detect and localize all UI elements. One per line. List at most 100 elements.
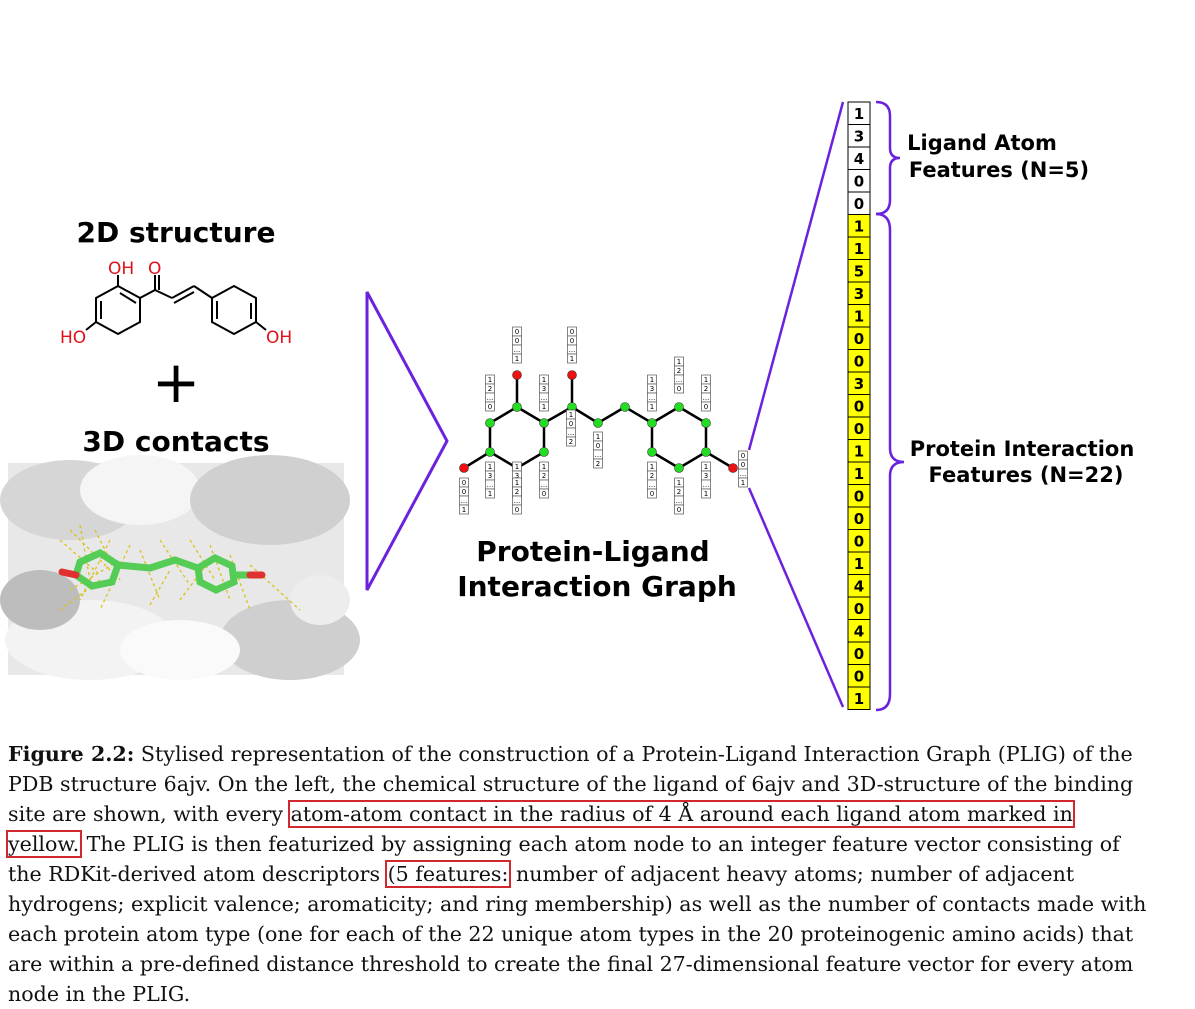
mini-vector-value: 0 — [570, 328, 574, 336]
mini-vector-value: 0 — [515, 328, 519, 336]
feature-value: 1 — [854, 465, 864, 483]
mini-vector: 10...2 — [566, 409, 576, 447]
mini-vector-value: 2 — [704, 385, 708, 393]
feature-value: 3 — [854, 128, 864, 146]
graph-node-oxygen — [728, 463, 738, 473]
mini-vector-value: ... — [569, 346, 576, 354]
mini-vector-value: ... — [676, 497, 683, 505]
feature-value: 1 — [854, 308, 864, 326]
mini-vector-value: 1 — [515, 355, 519, 363]
mini-vector-value: ... — [514, 346, 521, 354]
feature-cell: 1 — [847, 686, 871, 710]
mini-vector: 12...0 — [485, 374, 495, 412]
graph-node — [701, 418, 711, 428]
mini-vector-value: 3 — [650, 385, 654, 393]
mini-vector-value: 0 — [677, 506, 681, 514]
mini-vector-value: 1 — [596, 433, 600, 441]
feature-cell: 4 — [847, 619, 871, 643]
brace-ligand-label-line1: Ligand Atom — [907, 131, 1057, 155]
mini-vector-value: 1 — [515, 463, 519, 471]
graph-node — [539, 418, 549, 428]
mini-vector-value: 0 — [515, 337, 519, 345]
feature-cell: 0 — [847, 349, 871, 373]
feature-cell: 0 — [847, 664, 871, 688]
mini-vector-value: ... — [541, 394, 548, 402]
feature-cell: 4 — [847, 574, 871, 598]
feature-value: 0 — [854, 398, 864, 416]
mini-vector-value: 2 — [569, 438, 573, 446]
feature-value: 0 — [854, 510, 864, 528]
feature-value: 1 — [854, 105, 864, 123]
mini-vector-value: 1 — [704, 463, 708, 471]
graph-node — [485, 447, 495, 457]
graph-node — [647, 418, 657, 428]
brace-ligand — [875, 100, 901, 216]
mol-label-oh-top: OH — [108, 259, 134, 279]
mini-vector-value: ... — [514, 497, 521, 505]
feature-cell: 1 — [847, 236, 871, 260]
graph-node — [620, 402, 630, 412]
caption-highlight-features: (5 features: — [384, 860, 512, 888]
graph-node-oxygen — [459, 463, 469, 473]
expand-line-bottom — [747, 487, 845, 708]
mini-vector-value: ... — [461, 497, 468, 505]
mini-vector-value: 2 — [515, 488, 519, 496]
feature-value: 0 — [854, 488, 864, 506]
feature-cell: 0 — [847, 506, 871, 530]
graph-node-oxygen — [567, 370, 577, 380]
mini-vector-value: 2 — [650, 472, 654, 480]
mini-vector-value: 0 — [677, 385, 681, 393]
mini-vector-value: 1 — [650, 376, 654, 384]
mini-vector-value: 0 — [596, 442, 600, 450]
mini-vector-value: 0 — [515, 506, 519, 514]
feature-value: 1 — [854, 690, 864, 708]
feature-cell: 0 — [847, 484, 871, 508]
mini-vector-value: 1 — [570, 355, 574, 363]
mini-vector-value: 1 — [488, 463, 492, 471]
feature-value: 1 — [854, 443, 864, 461]
feature-value: 0 — [854, 645, 864, 663]
mini-vector-value: 1 — [515, 479, 519, 487]
mini-vector-value: 1 — [677, 358, 681, 366]
mini-vector-value: ... — [541, 481, 548, 489]
mini-vector-value: 1 — [569, 411, 573, 419]
graph-node — [701, 447, 711, 457]
mini-vector: 12...0 — [674, 477, 684, 515]
mini-vector-value: 1 — [704, 376, 708, 384]
feature-value: 0 — [854, 173, 864, 191]
mini-vector-value: 1 — [462, 506, 466, 514]
feature-cell: 5 — [847, 259, 871, 283]
graph-node-oxygen — [512, 370, 522, 380]
mini-vector: 13...1 — [647, 374, 657, 412]
mini-vector-value: 1 — [677, 479, 681, 487]
mini-vector-value: 3 — [704, 472, 708, 480]
mini-vector-value: ... — [568, 429, 575, 437]
feature-cell: 1 — [847, 461, 871, 485]
brace-protein-label-line1: Protein Interaction — [910, 437, 1135, 461]
feature-value: 0 — [854, 330, 864, 348]
mini-vector-value: 0 — [569, 420, 573, 428]
graph-node — [647, 447, 657, 457]
feature-cell: 4 — [847, 146, 871, 170]
graph-node — [539, 447, 549, 457]
mini-vector-value: 2 — [677, 488, 681, 496]
mini-vector-value: ... — [649, 481, 656, 489]
expand-line-top — [747, 101, 845, 451]
mini-vectors: 00...100...112...013...113...110...213..… — [459, 326, 748, 515]
mini-vector: 12...0 — [512, 477, 522, 515]
feature-cell: 0 — [847, 641, 871, 665]
mini-vector-value: 1 — [542, 403, 546, 411]
brace-ligand-label-line2: Features (N=5) — [909, 158, 1089, 182]
title-3d-contacts: 3D contacts — [82, 425, 269, 458]
feature-cell: 3 — [847, 281, 871, 305]
feature-cell: 0 — [847, 529, 871, 553]
feature-cell: 1 — [847, 304, 871, 328]
mini-vector-value: 1 — [488, 490, 492, 498]
mini-vector-value: 0 — [650, 490, 654, 498]
mini-vector-value: 1 — [650, 403, 654, 411]
feature-cell: 0 — [847, 416, 871, 440]
mini-vector-value: 0 — [570, 337, 574, 345]
feature-cell: 3 — [847, 371, 871, 395]
mini-vector: 00...1 — [567, 326, 577, 364]
mini-vector: 12...0 — [674, 356, 684, 394]
